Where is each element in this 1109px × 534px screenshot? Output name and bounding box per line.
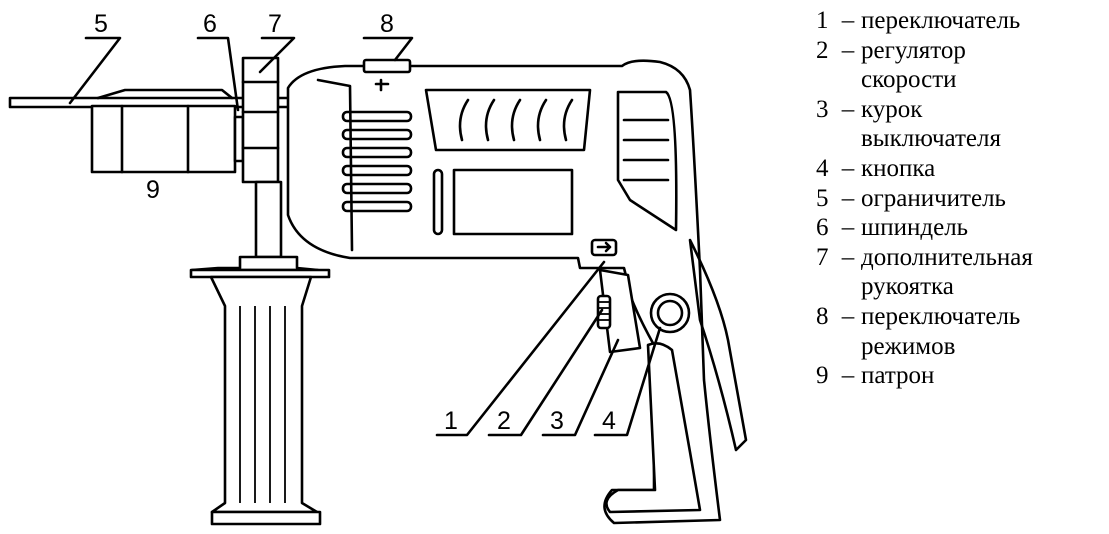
legend-text: режимов [861,332,956,360]
legend-dash: – [841,154,855,182]
legend-dash: – [841,362,855,390]
legend-number: 8 [816,302,829,330]
callout-8: 8 [380,10,394,38]
callout-2: 2 [497,407,511,435]
legend-text: дополнительная [861,243,1033,271]
legend-dash [835,124,861,154]
legend-item: 9–патрон [816,361,1106,391]
leader-lines [68,36,662,437]
legend-number: 5 [816,184,829,212]
legend-dash [835,332,861,362]
legend-dash: – [841,184,855,212]
legend-dash: – [841,302,855,330]
callout-6: 6 [203,10,217,38]
legend-number: 9 [816,362,829,390]
legend-dash: – [841,95,855,123]
legend-item-continuation: скорости [816,65,1106,95]
legend-item: 8–переключатель [816,302,1106,332]
legend-dash: – [841,36,855,64]
legend-item-continuation: рукоятка [816,272,1106,302]
legend-dash [835,65,861,95]
legend-item: 6–шпиндель [816,213,1106,243]
callout-3: 3 [550,407,564,435]
callout-5: 5 [94,10,108,38]
legend-item: 4–кнопка [816,154,1106,184]
legend-text: кнопка [861,154,936,182]
chuck [90,88,245,174]
legend-item-continuation: режимов [816,332,1106,362]
callout-7: 7 [268,10,282,38]
legend-text: патрон [861,362,935,390]
legend-item: 3–курок [816,95,1106,125]
legend-text: шпиндель [861,214,969,242]
legend-item: 1–переключатель [816,6,1106,36]
callout-1: 1 [444,407,458,435]
callout-numbers: 5 6 7 8 9 1 2 3 4 [94,10,616,435]
legend-number: 4 [816,154,829,182]
auxiliary-handle [189,56,331,526]
legend-number: 3 [816,95,829,123]
legend-text: курок [861,95,923,123]
callout-4: 4 [602,407,616,435]
legend-number [816,272,835,302]
legend-item: 5–ограничитель [816,184,1106,214]
legend-number: 1 [816,7,829,34]
legend-text: скорости [861,66,957,94]
legend-number: 6 [816,214,829,242]
legend-number: 7 [816,243,829,271]
legend-number [816,124,835,154]
legend-item: 7–дополнительная [816,243,1106,273]
legend-dash [835,272,861,302]
drill-body [286,58,748,525]
legend-text: переключатель [861,302,1021,330]
legend-text: переключатель [861,7,1021,34]
legend-number [816,65,835,95]
legend-dash: – [841,243,855,271]
callout-9: 9 [146,176,160,204]
legend-dash: – [841,7,855,34]
legend-text: выключателя [861,125,1001,153]
legend-text: ограничитель [861,184,1006,212]
legend-dash: – [841,214,855,242]
legend-text: рукоятка [861,273,954,301]
legend-number [816,332,835,362]
legend-text: регулятор [861,36,966,64]
legend-item: 2–регулятор [816,36,1106,66]
legend-number: 2 [816,36,829,64]
legend-item-continuation: выключателя [816,124,1106,154]
